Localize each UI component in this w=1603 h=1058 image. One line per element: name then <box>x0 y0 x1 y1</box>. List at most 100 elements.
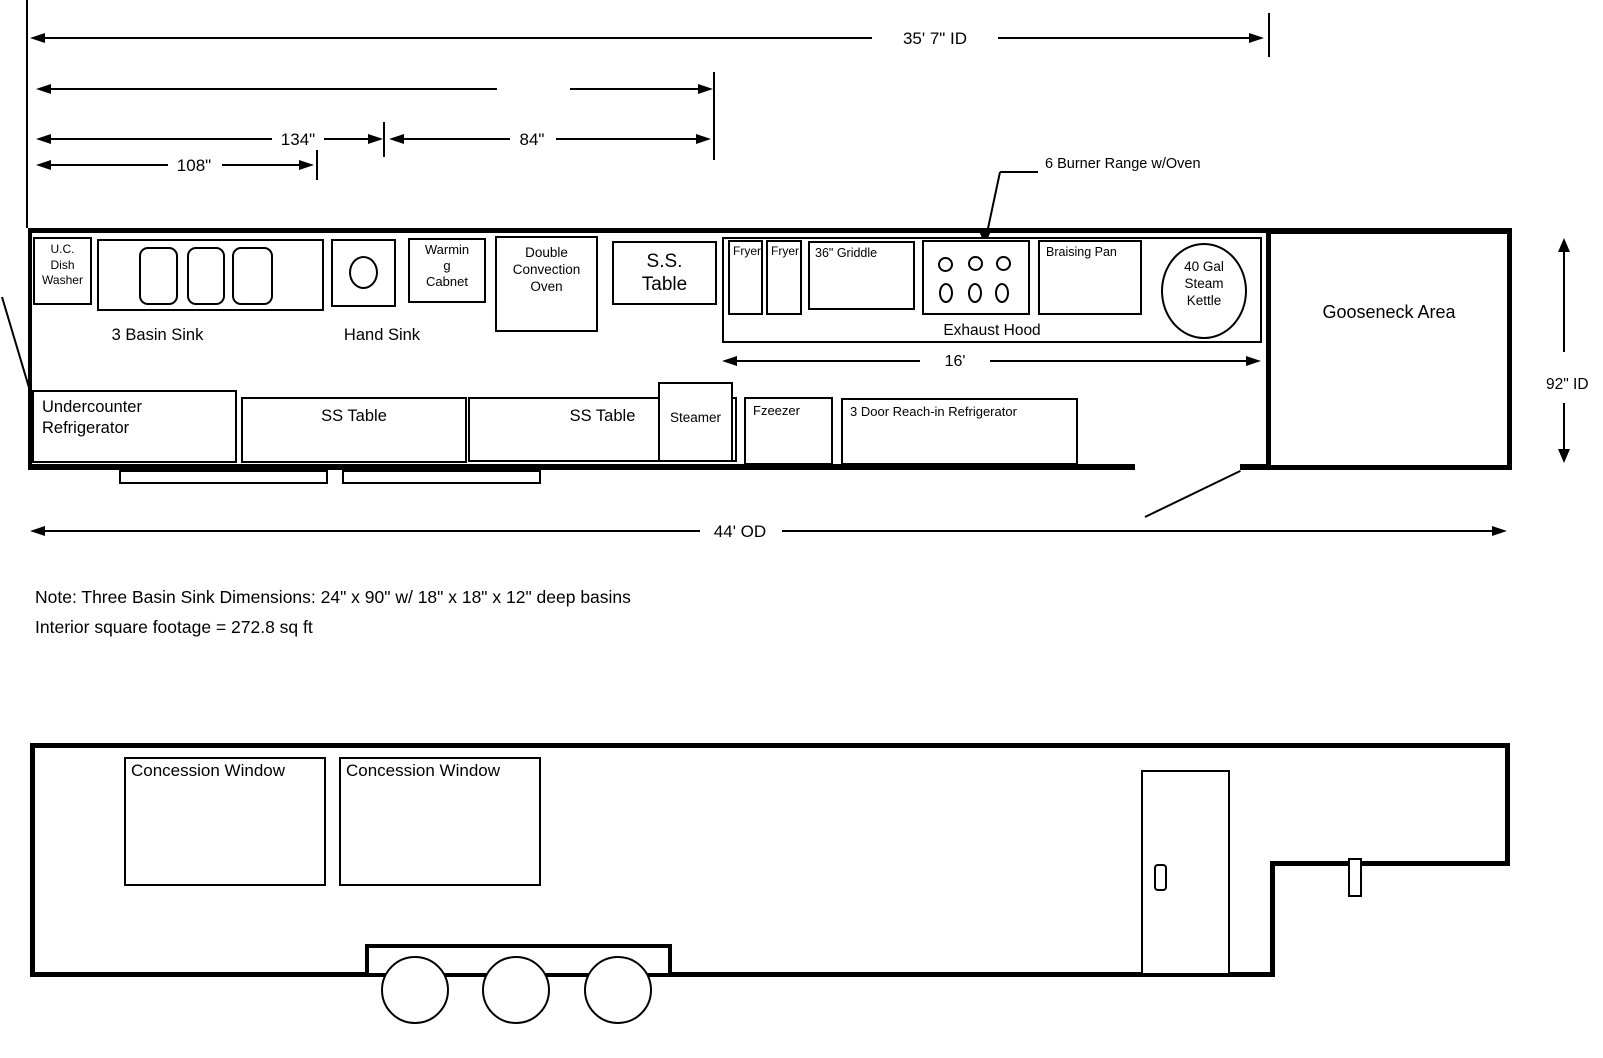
arrowhead-right-icon <box>368 134 383 144</box>
plan-bottom-wall <box>1240 464 1268 470</box>
side-view-right-wall <box>1505 743 1510 866</box>
ss-table1-box: SS Table <box>241 397 467 463</box>
sink-basin <box>232 247 273 305</box>
reach-in-refrigerator-box: 3 Door Reach-in Refrigerator <box>841 398 1078 465</box>
dim-line <box>556 138 696 140</box>
side-view-left-wall <box>30 743 35 977</box>
note-line1: Note: Three Basin Sink Dimensions: 24" x… <box>35 587 631 607</box>
concession-window1-box: Concession Window <box>124 757 326 886</box>
leader-line <box>1000 171 1038 173</box>
uc-dishwasher-label: Dish <box>50 257 75 272</box>
steam-kettle-label: 40 Gal <box>1184 259 1224 274</box>
arrowhead-right-icon <box>1249 33 1264 43</box>
dim-line <box>50 88 497 90</box>
warming-cabinet-label: Cabnet <box>426 274 468 289</box>
dim-line <box>324 138 368 140</box>
griddle-box: 36" Griddle <box>808 241 915 310</box>
plan-bottom-wall <box>28 464 1135 470</box>
under-trailer-tank <box>119 470 328 484</box>
dim-line <box>782 530 1492 532</box>
side-view-gooseneck-underside <box>1270 861 1510 866</box>
steam-kettle-label: Kettle <box>1186 293 1222 308</box>
arrowhead-right-icon <box>1492 526 1507 536</box>
arrowhead-right-icon <box>696 134 711 144</box>
dim-label-134: 134" <box>275 130 321 150</box>
dim-tick <box>383 122 385 157</box>
ss-table-small-box: S.S. Table <box>612 241 717 305</box>
concession-window2-box: Concession Window <box>339 757 541 886</box>
burner-icon <box>995 283 1009 303</box>
warming-cabinet-label: Warmin <box>424 242 470 257</box>
burner-icon <box>939 283 953 303</box>
dim-line <box>403 138 510 140</box>
burner-icon <box>968 283 982 303</box>
sink-basin <box>139 247 178 305</box>
undercounter-refrigerator-label: Undercounter <box>42 398 142 416</box>
fryer-box: Fryer <box>728 240 763 315</box>
double-convection-oven-label: Convection <box>512 262 581 277</box>
range-callout-label: 6 Burner Range w/Oven <box>1045 156 1201 172</box>
fryer-box: Fryer <box>766 240 802 315</box>
burner-icon <box>938 257 953 272</box>
ss-table-small-label: S.S. <box>646 251 683 272</box>
freezer-box: Fzeezer <box>744 397 833 465</box>
plan-top-wall <box>28 228 1512 233</box>
gooseneck-area-box <box>1266 229 1512 470</box>
hitch-post <box>1348 858 1362 897</box>
hand-sink-bowl <box>349 256 378 289</box>
uc-dishwasher-box: U.C. Dish Washer <box>33 237 92 305</box>
dim-label-16ft: 16' <box>939 353 971 371</box>
arrowhead-right-icon <box>299 160 314 170</box>
arrowhead-up-icon <box>1558 238 1570 252</box>
ss-table-small-label: Table <box>641 274 688 295</box>
sink-basin <box>187 247 225 305</box>
arrowhead-left-icon <box>30 526 45 536</box>
three-basin-sink-label: 3 Basin Sink <box>111 326 204 344</box>
dim-label-44od: 44' OD <box>708 522 772 542</box>
plan-left-wall <box>28 228 32 470</box>
arrowhead-left-icon <box>389 134 404 144</box>
arrowhead-down-icon <box>1558 449 1570 463</box>
dim-line <box>44 530 700 532</box>
dim-label-108: 108" <box>171 156 217 176</box>
hand-sink-label: Hand Sink <box>343 326 421 344</box>
six-burner-range-box <box>922 240 1030 315</box>
double-convection-oven-label: Oven <box>530 279 563 294</box>
dim-label-overall-interior: 35' 7" ID <box>897 29 973 49</box>
dim-line <box>50 164 168 166</box>
arrowhead-right-icon <box>1246 356 1261 366</box>
steam-kettle-circle: 40 Gal Steam Kettle <box>1161 243 1247 339</box>
exhaust-hood-label: Exhaust Hood <box>943 322 1041 339</box>
gooseneck-area-label: Gooseneck Area <box>1322 302 1456 322</box>
dim-label-92id: 92" ID <box>1546 376 1589 393</box>
arrowhead-right-icon <box>698 84 713 94</box>
dim-line <box>44 37 872 39</box>
dim-line <box>998 37 1249 39</box>
under-trailer-tank <box>342 470 541 484</box>
undercounter-refrigerator-label: Refrigerator <box>42 419 130 437</box>
dim-line <box>736 360 920 362</box>
dim-line <box>1563 403 1565 449</box>
side-view-top-wall <box>30 743 1510 748</box>
note-line2: Interior square footage = 272.8 sq ft <box>35 617 313 637</box>
dim-tick <box>1268 13 1270 57</box>
burner-icon <box>968 256 983 271</box>
burner-icon <box>996 256 1011 271</box>
steam-kettle-label: Steam <box>1184 276 1224 291</box>
arrowhead-left-icon <box>36 134 51 144</box>
wheel-icon <box>584 956 652 1024</box>
steamer-box: Steamer <box>658 382 733 462</box>
arrowhead-left-icon <box>722 356 737 366</box>
dim-line <box>50 138 272 140</box>
dim-label-84: 84" <box>514 130 550 150</box>
door-swing-line <box>1144 469 1241 518</box>
left-extension-line <box>26 0 28 228</box>
braising-pan-box: Braising Pan <box>1038 240 1142 315</box>
dim-line <box>1563 252 1565 352</box>
dim-tick <box>713 72 715 160</box>
double-convection-oven-box: Double Convection Oven <box>495 236 598 332</box>
side-view-step-wall <box>1270 861 1275 977</box>
three-basin-sink-box <box>97 239 324 311</box>
arrowhead-left-icon <box>36 160 51 170</box>
uc-dishwasher-label: U.C. <box>50 242 75 256</box>
